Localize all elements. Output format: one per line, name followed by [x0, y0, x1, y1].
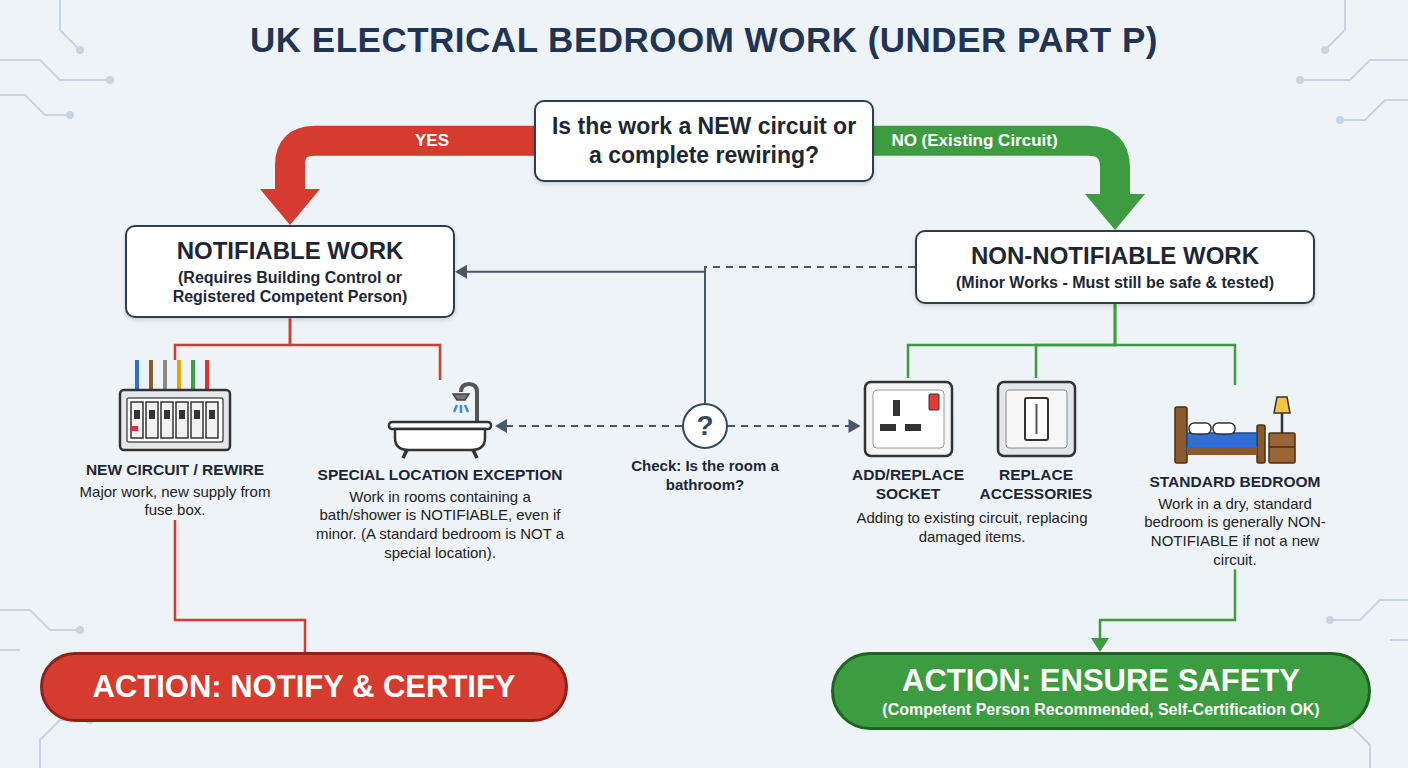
- bathtub-icon: [385, 380, 495, 460]
- bed-icon: [1173, 385, 1298, 467]
- connector: [1036, 304, 1115, 378]
- connector-line: [1036, 304, 1115, 378]
- decision-text: Is the work a NEW circuit or a complete …: [548, 112, 860, 170]
- fuse-box-icon: [115, 360, 235, 455]
- box-heading: NON-NOTIFIABLE WORK: [929, 242, 1301, 270]
- connector: [1115, 304, 1235, 385]
- action-pill: ACTION: ENSURE SAFETY (Competent Person R…: [831, 652, 1371, 730]
- box-heading: NOTIFIABLE WORK: [139, 237, 441, 265]
- connector-line: [1115, 304, 1235, 385]
- edge-label: NO (Existing Circuit): [891, 131, 1057, 151]
- arrow-head: [455, 265, 467, 279]
- connector-line: [1100, 570, 1235, 639]
- check-node: ? Check: Is the room a bathroom?: [615, 403, 795, 495]
- item-title: SPECIAL LOCATION EXCEPTION: [309, 466, 571, 485]
- connector: [175, 520, 305, 652]
- category-box: NON-NOTIFIABLE WORK (Minor Works - Must s…: [915, 230, 1315, 304]
- item-body: Work in a dry, standard bedroom is gener…: [1129, 495, 1341, 570]
- connector-line: [466, 272, 705, 403]
- item-title: ADD/REPLACE SOCKET: [845, 466, 971, 503]
- diagram-title: UK ELECTRICAL BEDROOM WORK (UNDER PART P…: [0, 20, 1408, 60]
- connector: [728, 419, 861, 433]
- item-node: STANDARD BEDROOM Work in a dry, standard …: [1129, 385, 1341, 570]
- connector: [175, 318, 290, 360]
- category-box: NOTIFIABLE WORK (Requires Building Contro…: [125, 225, 455, 318]
- connector: [495, 419, 682, 433]
- item-title: REPLACE ACCESSORIES: [973, 466, 1099, 503]
- action-heading: ACTION: NOTIFY & CERTIFY: [59, 669, 549, 705]
- action-subtitle: (Competent Person Recommended, Self-Cert…: [850, 701, 1352, 719]
- arrow-head: [1091, 638, 1109, 652]
- item-title: NEW CIRCUIT / REWIRE: [65, 461, 285, 480]
- note-text: Adding to existing circuit, replacing da…: [847, 509, 1097, 547]
- check-text: Check: Is the room a bathroom?: [615, 457, 795, 495]
- item-node: SPECIAL LOCATION EXCEPTION Work in rooms …: [309, 380, 571, 563]
- item-title: STANDARD BEDROOM: [1129, 473, 1341, 492]
- connector-line: [728, 425, 850, 427]
- connector: [908, 304, 1115, 378]
- decision-box: Is the work a NEW circuit or a complete …: [534, 100, 874, 182]
- arrow-head: [495, 419, 507, 433]
- switch-icon: [994, 378, 1079, 460]
- connector: [874, 141, 1145, 230]
- action-pill: ACTION: NOTIFY & CERTIFY: [40, 652, 568, 722]
- edge-label: YES: [415, 131, 449, 151]
- box-subtitle: (Minor Works - Must still be safe & test…: [929, 273, 1301, 292]
- connector-line: [175, 520, 305, 652]
- connector-line: [506, 425, 682, 427]
- connector: [1091, 570, 1235, 652]
- question-circle: ?: [682, 403, 728, 449]
- box-subtitle: (Requires Building Control or Registered…: [139, 268, 441, 306]
- question-mark: ?: [696, 410, 713, 442]
- item-node: REPLACE ACCESSORIES: [973, 378, 1099, 503]
- socket-icon: [861, 378, 956, 460]
- connector: [260, 141, 534, 225]
- connector-line: [175, 318, 290, 360]
- arrow-head: [260, 189, 320, 225]
- connector-line: [290, 141, 534, 190]
- connector-line: [908, 304, 1115, 378]
- connector: [455, 265, 705, 403]
- item-body: Major work, new supply from fuse box.: [65, 483, 285, 521]
- item-body: Work in rooms containing a bath/shower i…: [309, 488, 571, 563]
- connector-line: [290, 318, 440, 380]
- arrow-head: [849, 419, 861, 433]
- action-heading: ACTION: ENSURE SAFETY: [850, 663, 1352, 699]
- item-node: NEW CIRCUIT / REWIRE Major work, new supp…: [65, 360, 285, 520]
- item-node: ADD/REPLACE SOCKET: [845, 378, 971, 503]
- connector: [290, 318, 440, 380]
- arrow-head: [1085, 194, 1145, 230]
